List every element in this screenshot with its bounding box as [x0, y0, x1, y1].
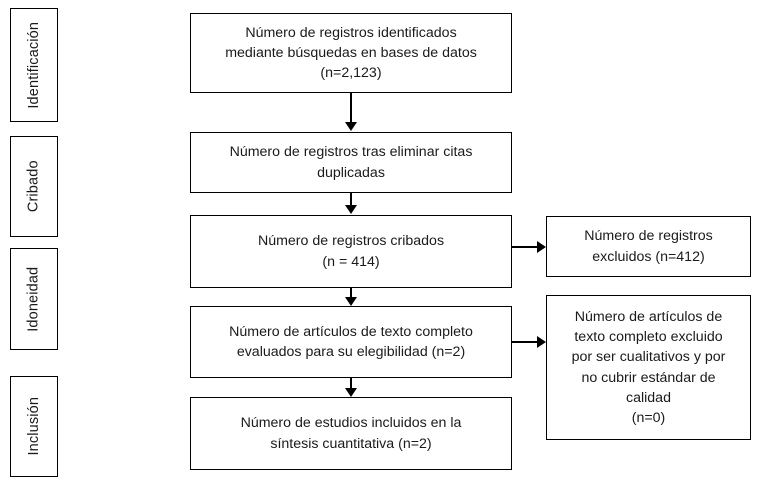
flow-box-records-identified-text: Número de registros identificados median… [225, 24, 477, 82]
stage-box-identificacion: Identificación [10, 8, 58, 122]
flow-box-fulltext-assessed-text: Número de artículos de texto completo ev… [229, 323, 473, 360]
flow-box-records-after-duplicates-text: Número de registros tras eliminar citas … [229, 144, 473, 181]
stage-label-inclusion: Inclusión [25, 397, 42, 456]
side-box-fulltext-excluded: Número de artículos de texto completo ex… [546, 295, 751, 440]
flow-box-records-screened: Número de registros cribados (n = 414) [190, 215, 512, 288]
arrow-duplicates-to-screened-head [344, 205, 357, 214]
arrow-identified-to-duplicates-line [350, 93, 352, 123]
arrow-identified-to-duplicates-head [344, 122, 357, 131]
arrow-duplicates-to-screened-line [350, 193, 352, 206]
flow-box-records-identified: Número de registros identificados median… [190, 13, 512, 93]
arrow-screened-to-fulltext-head [344, 297, 357, 306]
arrow-screened-to-excluded-head [537, 241, 546, 253]
flow-box-records-screened-text: Número de registros cribados (n = 414) [257, 233, 445, 270]
arrow-fulltext-to-included-line [350, 378, 352, 389]
side-box-records-excluded-text: Número de registros excluidos (n=412) [584, 228, 713, 265]
flow-box-studies-included-text: Número de estudios incluidos en la sínte… [240, 415, 462, 452]
arrow-fulltext-to-excluded-line [512, 341, 538, 343]
arrow-screened-to-excluded-line [512, 246, 538, 248]
stage-box-idoneidad: Idoneidad [10, 248, 58, 350]
stage-label-cribado: Cribado [25, 160, 42, 213]
side-box-fulltext-excluded-text: Número de artículos de texto completo ex… [571, 309, 726, 426]
arrow-fulltext-to-included-head [344, 388, 357, 397]
stage-label-idoneidad: Idoneidad [25, 266, 42, 332]
flow-box-fulltext-assessed: Número de artículos de texto completo ev… [190, 306, 512, 378]
stage-box-cribado: Cribado [10, 136, 58, 237]
stage-box-inclusion: Inclusión [10, 376, 58, 477]
arrow-screened-to-fulltext-line [350, 288, 352, 298]
side-box-records-excluded: Número de registros excluidos (n=412) [546, 216, 751, 277]
flow-box-records-after-duplicates: Número de registros tras eliminar citas … [190, 132, 512, 193]
arrow-fulltext-to-excluded-head [537, 336, 546, 348]
flow-box-studies-included: Número de estudios incluidos en la sínte… [190, 397, 512, 470]
stage-label-identificacion: Identificación [25, 21, 42, 109]
